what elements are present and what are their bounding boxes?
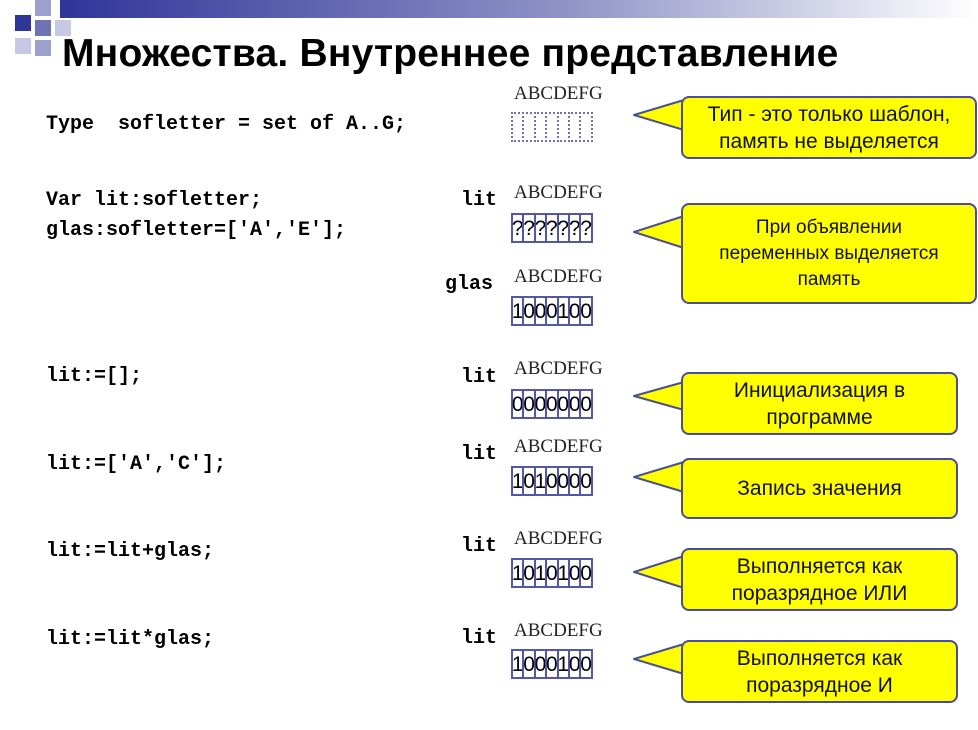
bit-letters: ABCDEFG: [514, 358, 603, 379]
bit-cell: 0: [579, 649, 593, 679]
bit-row-lit-declared: ???????: [511, 213, 593, 243]
glas-label: glas: [445, 273, 494, 296]
lit-label: lit: [461, 443, 498, 466]
bit-letters: ABCDEFG: [514, 528, 603, 549]
bit-letters: ABCDEFG: [514, 182, 603, 203]
callout-init: Инициализация в программе: [681, 372, 958, 435]
header-decoration: [15, 0, 978, 56]
callout-assign: Запись значения: [681, 458, 958, 519]
page-title: Множества. Внутреннее представление: [62, 32, 839, 75]
bit-cell: 0: [579, 558, 593, 588]
stmt-intersect: lit:=lit*glas;: [46, 628, 215, 651]
bit-letters: ABCDEFG: [514, 620, 603, 641]
bit-cell: [579, 112, 593, 142]
callout-type: Тип - это только шаблон, память не выдел…: [681, 96, 977, 159]
stmt-assign: lit:=['A','C'];: [46, 453, 227, 476]
bit-letters: ABCDEFG: [514, 83, 603, 104]
lit-label: lit: [461, 189, 498, 212]
lit-label: lit: [461, 627, 498, 650]
glas-declaration: glas:sofletter=['A','E'];: [46, 219, 347, 242]
stmt-empty: lit:=[];: [46, 365, 143, 388]
lit-label: lit: [461, 366, 498, 389]
lit-label: lit: [461, 535, 498, 558]
callout-intersect: Выполняется как поразрядное И: [681, 640, 958, 703]
var-declaration: Var lit:sofletter;: [46, 189, 263, 212]
bit-row-template: [511, 112, 593, 142]
type-declaration: Type sofletter = set of A..G;: [46, 113, 407, 136]
bit-cell: 0: [579, 466, 593, 496]
bit-letters: ABCDEFG: [514, 266, 603, 287]
callout-declare: При объявлении переменных выделяется пам…: [681, 203, 977, 304]
bit-letters: ABCDEFG: [514, 436, 603, 457]
bit-cell: ?: [579, 213, 593, 243]
bit-cell: 0: [579, 296, 593, 326]
stmt-union: lit:=lit+glas;: [46, 540, 215, 563]
callout-union: Выполняется как поразрядное ИЛИ: [681, 548, 958, 611]
bit-cell: 0: [579, 389, 593, 419]
